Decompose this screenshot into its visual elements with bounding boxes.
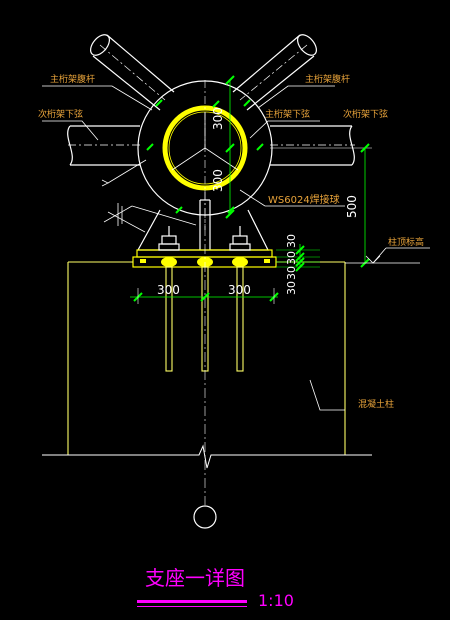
main-chord-web-left [90,34,175,111]
label-secondary-chord-left: 次桁架下弦 [38,108,83,120]
base-plate [136,249,273,258]
axis-circle [193,505,217,529]
weld-marks [146,99,264,214]
drawing-scale: 1:10 [258,591,294,610]
dim-plate-30a: 30 [285,234,298,248]
title-underline-thin [137,606,247,607]
anchor-bolt-right [236,266,244,372]
anchor-bolt-left [165,266,173,372]
label-main-chord-bottom: 主桁架下弦 [265,108,310,120]
label-concrete-column: 混凝土柱 [358,398,394,410]
members [67,34,355,166]
main-chord-web-right [232,34,317,111]
secondary-chord-right [270,125,355,166]
dim-plate-30d: 30 [285,281,298,295]
dim-plate-30c: 30 [285,266,298,280]
nut-right [229,226,251,251]
title-underline-thick [137,600,247,603]
dimensions [130,75,430,304]
label-main-chord-web-right: 主桁架腹杆 [305,73,350,85]
label-weld-ball: WS6024焊接球 [268,193,340,206]
dim-plate-30b: 30 [285,251,298,265]
break-line [42,444,372,469]
drawing-title: 支座一详图 [145,566,245,590]
dim-bolt-left: 300 [157,283,180,297]
dim-bolt-right: 300 [228,283,251,297]
dim-ball-upper: 300 [211,107,225,130]
leader-lines [42,85,345,411]
concrete-column [67,261,346,455]
secondary-chord-left [67,125,140,166]
dim-ball-lower: 300 [211,169,225,192]
label-secondary-chord-right: 次桁架下弦 [343,108,388,120]
nut-left [158,226,180,251]
label-column-top-elevation: 柱顶标高 [388,236,424,248]
weld-ball [137,80,273,230]
label-main-chord-web-left: 主桁架腹杆 [50,73,95,85]
support-base [132,199,277,268]
dim-height-500: 500 [345,195,359,218]
